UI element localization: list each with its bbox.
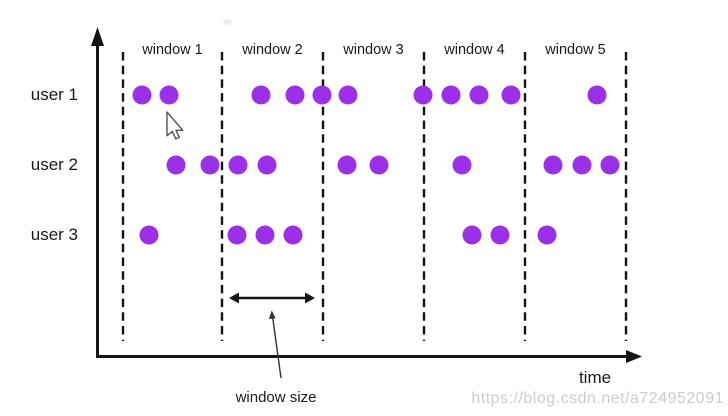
event-dot <box>257 155 277 175</box>
event-dot <box>255 225 275 245</box>
event-dot <box>441 85 461 105</box>
event-dot <box>283 225 303 245</box>
event-dot <box>369 155 389 175</box>
event-dot <box>166 155 186 175</box>
window-size-label: window size <box>235 389 317 406</box>
mouse-cursor-icon <box>166 111 184 140</box>
window-size-pointer-arrow <box>268 310 282 379</box>
window-label-5: window 5 <box>545 42 606 58</box>
event-dot <box>200 155 220 175</box>
event-dot <box>413 85 433 105</box>
window-label-4: window 4 <box>444 42 505 58</box>
watermark-text: https://blog.csdn.net/a724952091 <box>471 390 724 407</box>
event-dots <box>132 85 620 245</box>
user-label-2: user 2 <box>30 155 78 174</box>
event-dot <box>537 225 557 245</box>
event-dot <box>338 85 358 105</box>
event-dot <box>572 155 592 175</box>
event-dot <box>227 225 247 245</box>
event-dot <box>462 225 482 245</box>
event-dot <box>132 85 152 105</box>
event-dot <box>159 85 179 105</box>
y-axis <box>91 27 104 357</box>
y-axis-arrowhead-icon <box>91 27 104 46</box>
compression-artifact-smudge <box>223 19 232 25</box>
window-label-1: window 1 <box>142 42 203 58</box>
window-size-arrow <box>229 292 315 304</box>
user-label-1: user 1 <box>30 85 78 104</box>
event-dot <box>285 85 305 105</box>
time-axis-label: time <box>578 368 612 387</box>
event-dot <box>312 85 332 105</box>
event-dot <box>587 85 607 105</box>
event-dot <box>501 85 521 105</box>
event-dot <box>228 155 248 175</box>
x-axis <box>96 350 642 363</box>
window-label-2: window 2 <box>242 42 303 58</box>
event-dot <box>452 155 472 175</box>
window-label-3: window 3 <box>343 42 404 58</box>
event-dot <box>600 155 620 175</box>
window-boundaries <box>121 52 628 341</box>
user-label-3: user 3 <box>30 225 78 244</box>
event-dot <box>139 225 159 245</box>
x-axis-arrowhead-icon <box>626 350 642 363</box>
event-dot <box>469 85 489 105</box>
event-dot <box>251 85 271 105</box>
event-dot <box>337 155 357 175</box>
event-dot <box>543 155 563 175</box>
event-dot <box>490 225 510 245</box>
